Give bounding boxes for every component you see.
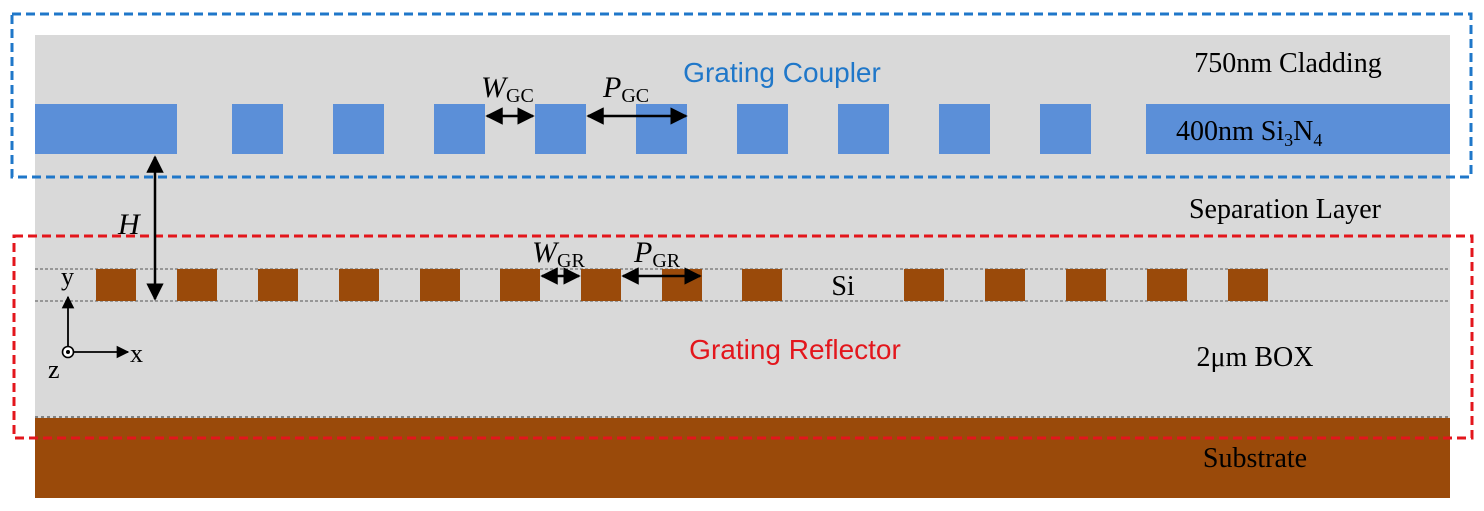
- w-gr-sub: GR: [557, 250, 585, 272]
- p-gr-main: P: [633, 236, 652, 269]
- grating-reflector-label: Grating Reflector: [689, 334, 901, 365]
- z-axis-label: z: [48, 355, 60, 384]
- si-tooth: [985, 269, 1025, 301]
- substrate-layer: [35, 418, 1450, 498]
- grating-reflector-region-box: [12, 234, 1474, 440]
- sin-tooth: [232, 104, 283, 154]
- grating-coupler-label: Grating Coupler: [683, 57, 881, 88]
- si-tooth: [500, 269, 540, 301]
- grating-coupler-region-box: [10, 12, 1473, 179]
- si-tooth: [177, 269, 217, 301]
- cladding-label: 750nm Cladding: [1194, 48, 1381, 79]
- sin-tooth: [434, 104, 485, 154]
- w-gc-label: WGC: [481, 71, 534, 107]
- si-tooth: [1228, 269, 1268, 301]
- si-tooth: [258, 269, 298, 301]
- sin-tooth: [333, 104, 384, 154]
- p-gc-sub: GC: [621, 85, 649, 107]
- si-tooth: [1066, 269, 1106, 301]
- sin-label-sub1: 3: [1284, 130, 1293, 150]
- sin-tooth: [737, 104, 788, 154]
- sin-left-slab: [35, 104, 177, 154]
- y-axis-label: y: [61, 262, 74, 291]
- si-tooth: [96, 269, 136, 301]
- coordinate-axes: y x z: [48, 262, 143, 384]
- cladding-background: [35, 35, 1450, 418]
- sin-layer-label: 400nm Si3N4: [1176, 116, 1322, 150]
- sin-tooth: [1040, 104, 1091, 154]
- si-grating-reflector: [96, 269, 1268, 301]
- si-tooth: [904, 269, 944, 301]
- w-gr-main: W: [532, 236, 560, 269]
- si-tooth: [742, 269, 782, 301]
- separation-layer-label: Separation Layer: [1189, 194, 1382, 225]
- si-label: Si: [831, 271, 855, 302]
- sin-tooth: [636, 104, 687, 154]
- w-gr-label: WGR: [532, 236, 585, 272]
- si-tooth: [420, 269, 460, 301]
- w-gc-main: W: [481, 71, 509, 104]
- sin-grating-coupler: [35, 104, 1450, 154]
- p-gc-main: P: [602, 71, 621, 104]
- sin-tooth: [535, 104, 586, 154]
- h-label: H: [117, 208, 142, 241]
- sin-label-sub2: 4: [1313, 130, 1322, 150]
- p-gr-sub: GR: [652, 250, 680, 272]
- p-gr-label: PGR: [633, 236, 681, 272]
- sin-tooth: [939, 104, 990, 154]
- box-layer-label: 2μm BOX: [1197, 342, 1314, 373]
- si-tooth: [662, 269, 702, 301]
- p-gc-label: PGC: [602, 71, 649, 107]
- si-tooth: [1147, 269, 1187, 301]
- z-axis-dot: [66, 350, 70, 354]
- sin-label-mid: N: [1293, 116, 1313, 147]
- sin-label-prefix: 400nm Si: [1176, 116, 1284, 147]
- x-axis-label: x: [130, 339, 143, 368]
- si-tooth: [581, 269, 621, 301]
- sin-tooth: [838, 104, 889, 154]
- substrate-label: Substrate: [1203, 443, 1307, 474]
- sin-right-slab: [1146, 104, 1450, 154]
- si-tooth: [339, 269, 379, 301]
- w-gc-sub: GC: [506, 85, 534, 107]
